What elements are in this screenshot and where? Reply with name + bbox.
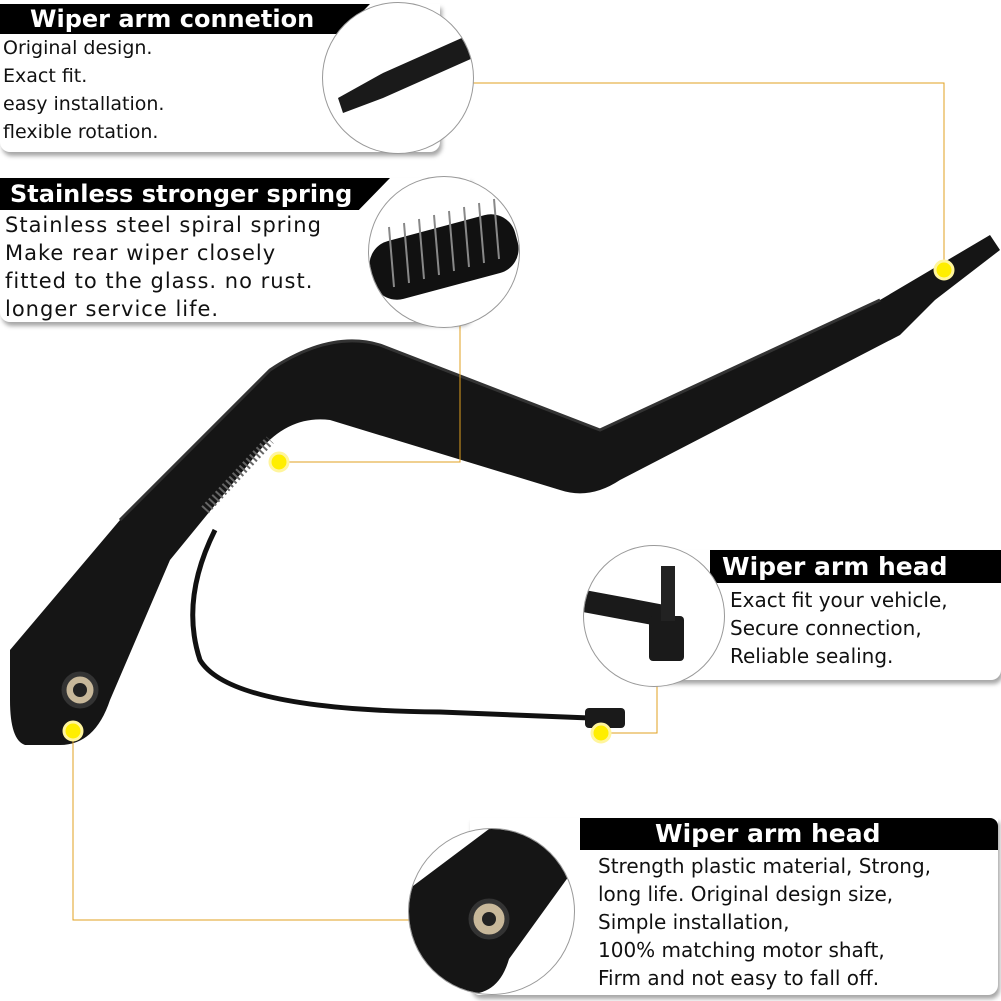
callout-title: Wiper arm connetion [0, 4, 370, 34]
wiper-arm [10, 235, 1000, 745]
detail-circle-hose [583, 545, 725, 687]
callout-text: Original design.Exact fit.easy installat… [3, 37, 165, 143]
detail-circle-connection [322, 2, 474, 154]
marker-dots [62, 259, 955, 744]
callout-title: Wiper arm head [580, 818, 998, 850]
detail-circle-spring [368, 176, 520, 328]
detail-circle-base [408, 828, 575, 995]
callout-text: Strength plastic material, Strong,long l… [598, 854, 932, 990]
leader-lines [72, 82, 945, 921]
callout-title: Stainless stronger spring [0, 178, 390, 210]
callout-title: Wiper arm head [710, 550, 1001, 583]
callout-text: Exact fit your vehicle,Secure connection… [730, 588, 948, 668]
washer-hose [190, 528, 591, 721]
